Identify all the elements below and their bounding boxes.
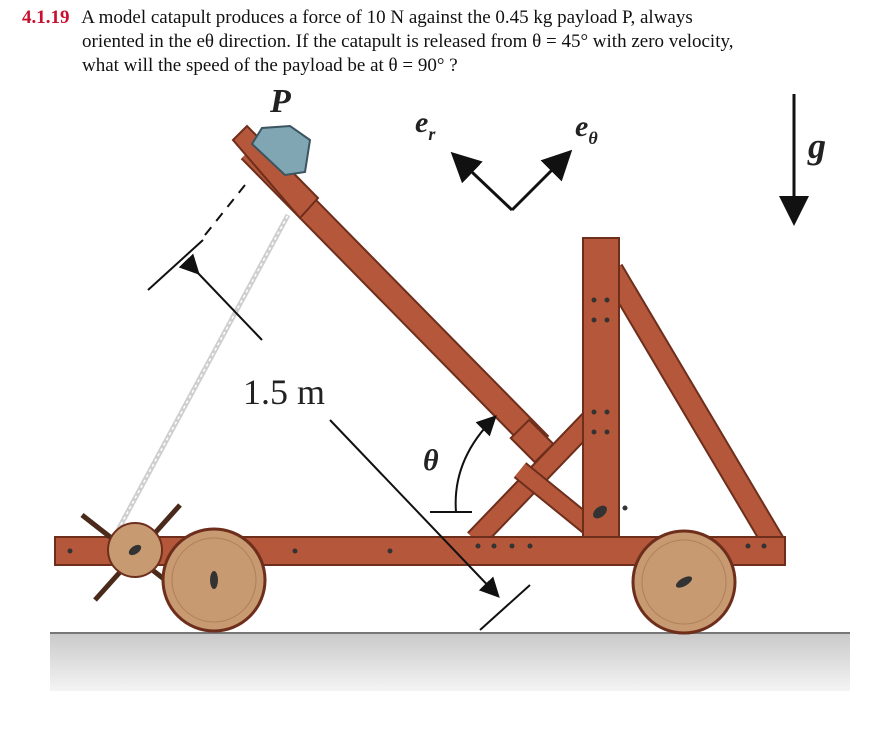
pivot-axle bbox=[593, 505, 607, 519]
problem-line-1: A model catapult produces a force of 10 … bbox=[81, 7, 693, 28]
payload-label: P bbox=[269, 84, 291, 120]
theta-label: θ bbox=[423, 444, 439, 477]
gravity-label: g bbox=[807, 126, 826, 166]
length-label: 1.5 m bbox=[243, 372, 325, 412]
problem-statement: 4.1.19 A model catapult produces a force… bbox=[22, 6, 882, 78]
rear-wheel bbox=[631, 529, 737, 635]
rope bbox=[115, 213, 291, 532]
etheta-label: eθ bbox=[575, 110, 598, 148]
problem-line-2: oriented in the eθ direction. If the cat… bbox=[82, 31, 734, 52]
length-dimension bbox=[147, 184, 531, 631]
er-label: er bbox=[415, 106, 436, 144]
ground bbox=[50, 633, 850, 691]
front-wheel bbox=[161, 527, 267, 633]
unit-vector-arrows bbox=[450, 149, 573, 212]
problem-number: 4.1.19 bbox=[22, 7, 70, 28]
vertical-post bbox=[582, 237, 620, 544]
arm-bucket bbox=[231, 124, 320, 220]
payload bbox=[250, 124, 312, 177]
catapult-figure: 1.5 m θ P er eθ g bbox=[50, 84, 850, 691]
winch-wheel bbox=[80, 503, 182, 602]
problem-line-3: what will the speed of the payload be at… bbox=[82, 55, 458, 76]
theta-marker bbox=[430, 415, 497, 513]
